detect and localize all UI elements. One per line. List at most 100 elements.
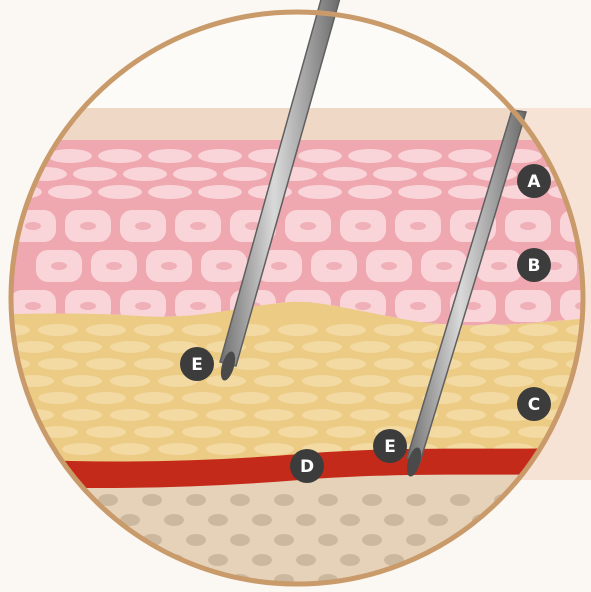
- muscle-dot: [560, 554, 580, 566]
- dermis-cell: [86, 324, 126, 336]
- muscle-dot: [494, 534, 514, 546]
- dermis-cell: [278, 324, 318, 336]
- dermis-cell: [62, 341, 102, 353]
- epidermis-cell-nucleus: [51, 262, 67, 270]
- marker-c-label: C: [528, 395, 540, 415]
- epidermis-cell-nucleus: [355, 302, 371, 310]
- dermis-cell: [110, 375, 150, 387]
- epidermis-cell-nucleus: [161, 262, 177, 270]
- marker-b: B: [517, 248, 551, 282]
- epidermis-cell-nucleus: [80, 302, 96, 310]
- epidermis-cell-flat: [323, 167, 367, 181]
- marker-d-label: D: [300, 457, 314, 477]
- muscle-dot: [406, 494, 426, 506]
- epidermis-cell-nucleus: [106, 262, 122, 270]
- marker-e1-label: E: [191, 355, 203, 375]
- epidermis-cell-flat: [373, 167, 417, 181]
- muscle-dot: [10, 534, 30, 546]
- epidermis-cell-nucleus: [190, 302, 206, 310]
- marker-a-label: A: [527, 172, 541, 192]
- dermis-cell: [110, 409, 150, 421]
- dermis-cell: [350, 375, 390, 387]
- dermis-cell: [470, 358, 510, 370]
- muscle-dot: [362, 534, 382, 546]
- muscle-dot: [252, 514, 272, 526]
- muscle-dot: [318, 494, 338, 506]
- muscle-dot: [10, 574, 30, 586]
- muscle-dot: [296, 554, 316, 566]
- muscle-dot: [472, 554, 492, 566]
- dermis-cell: [230, 392, 270, 404]
- muscle-dot: [494, 574, 514, 586]
- muscle-dot: [142, 494, 162, 506]
- muscle-dot: [98, 534, 118, 546]
- dermis-cell: [86, 392, 126, 404]
- dermis-cell: [254, 341, 294, 353]
- epidermis-cell-nucleus: [520, 222, 536, 230]
- dermis-cell: [302, 375, 342, 387]
- epidermis-cell-flat: [423, 167, 467, 181]
- dermis-cell: [38, 392, 78, 404]
- dermis-cell: [14, 341, 54, 353]
- dermis-cell: [446, 409, 486, 421]
- epidermis-cell-flat: [223, 167, 267, 181]
- muscle-dot: [450, 494, 470, 506]
- muscle-dot: [582, 534, 591, 546]
- dermis-cell: [278, 358, 318, 370]
- dermis-cell: [14, 443, 54, 455]
- muscle-dot: [76, 554, 96, 566]
- muscle-dot: [340, 514, 360, 526]
- epidermis-cell-flat: [448, 149, 492, 163]
- dermis-cell: [518, 358, 558, 370]
- muscle-dot: [538, 534, 558, 546]
- muscle-dot: [296, 514, 316, 526]
- epidermis-cell-nucleus: [520, 302, 536, 310]
- muscle-dot: [340, 554, 360, 566]
- dermis-cell: [86, 426, 126, 438]
- dermis-cell: [110, 341, 150, 353]
- dermis-cell: [470, 392, 510, 404]
- muscle-dot: [428, 514, 448, 526]
- muscle-dot: [560, 514, 580, 526]
- epidermis-cell-nucleus: [300, 222, 316, 230]
- epidermis-cell-nucleus: [381, 262, 397, 270]
- epidermis-cell-flat: [348, 149, 392, 163]
- epidermis-cell-nucleus: [410, 302, 426, 310]
- dermis-cell: [182, 392, 222, 404]
- muscle-dot: [406, 574, 426, 586]
- marker-e2-label: E: [384, 437, 396, 457]
- dermis-cell: [134, 358, 174, 370]
- dermis-cell: [254, 409, 294, 421]
- epidermis-cell-flat: [173, 167, 217, 181]
- marker-a: A: [517, 164, 551, 198]
- dermis-cell: [398, 341, 438, 353]
- marker-d: D: [290, 449, 324, 483]
- epidermis-cell-nucleus: [80, 222, 96, 230]
- epidermis-cell-nucleus: [271, 262, 287, 270]
- dermis-cell: [446, 375, 486, 387]
- muscle-dot: [186, 494, 206, 506]
- muscle-dot: [230, 494, 250, 506]
- muscle-dot: [428, 554, 448, 566]
- dermis-cell: [326, 392, 366, 404]
- epidermis-cell-flat: [348, 185, 392, 199]
- dermis-cell: [0, 426, 30, 438]
- dermis-cell: [134, 324, 174, 336]
- epidermis-cell-nucleus: [355, 222, 371, 230]
- epidermis-cell-flat: [198, 185, 242, 199]
- dermis-cell: [374, 324, 414, 336]
- epidermis-cell-flat: [398, 149, 442, 163]
- dermis-cell: [254, 443, 294, 455]
- epidermis-cell-nucleus: [436, 262, 452, 270]
- muscle-dot: [538, 494, 558, 506]
- marker-c: C: [517, 387, 551, 421]
- epidermis-cell-flat: [98, 149, 142, 163]
- muscle-dot: [54, 534, 74, 546]
- dermis-cell: [62, 443, 102, 455]
- epidermis-cell-flat: [398, 185, 442, 199]
- epidermis-cell-flat: [123, 167, 167, 181]
- muscle-dot: [208, 514, 228, 526]
- dermis-cell: [230, 426, 270, 438]
- dermis-cell: [350, 341, 390, 353]
- muscle-dot: [384, 514, 404, 526]
